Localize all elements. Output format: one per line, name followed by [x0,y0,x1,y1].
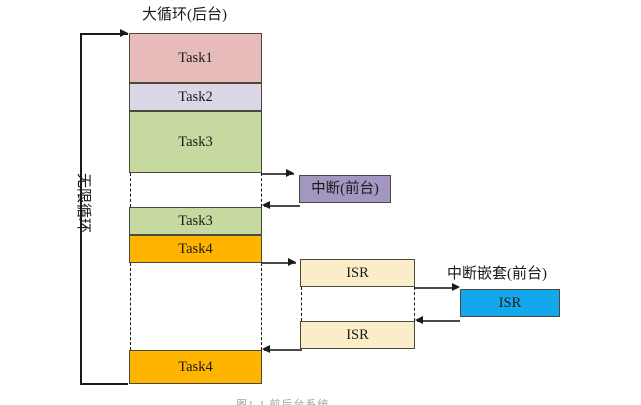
task-block-task4-resume: Task4 [129,350,262,384]
arrow-line-from-isr-bottom [264,349,302,351]
task-block-task3-resume: Task3 [129,207,262,235]
loop-arrowhead-icon [120,28,128,37]
isr-block-bottom: ISR [300,321,415,349]
main-loop-title: 大循环(后台) [142,7,227,23]
dashed-boundary-isr-left [301,287,302,321]
task-block-task2: Task2 [129,83,262,111]
arrow-line-from-interrupt [264,205,300,207]
dashed-boundary-right-1 [261,173,262,207]
loop-bracket-top [80,33,128,35]
figure-caption: 图1-1 前后台系统 [236,399,330,405]
dashed-boundary-left-1 [130,173,131,207]
task-block-task3-first: Task3 [129,111,262,173]
arrow-line-from-nested-isr [417,320,460,322]
arrow-to-isr-top-icon [288,258,296,267]
dashed-boundary-right-2 [261,263,262,350]
arrow-line-to-isr-top [262,262,296,264]
arrow-line-to-interrupt [262,173,294,175]
interrupt-block: 中断(前台) [299,175,391,203]
dashed-boundary-left-2 [130,263,131,350]
arrow-to-nested-isr-icon [452,283,460,292]
loop-bracket-bottom [80,383,128,385]
arrow-from-isr-bottom-icon [262,345,270,354]
arrow-from-nested-isr-icon [415,316,423,325]
task-block-task4-first: Task4 [129,235,262,263]
task-block-task1: Task1 [129,33,262,83]
arrow-to-interrupt-icon [286,169,294,178]
arrow-line-to-nested-isr [415,287,457,289]
isr-block-nested: ISR [460,289,560,317]
dashed-boundary-isr-right [414,287,415,321]
isr-block-top: ISR [300,259,415,287]
arrow-from-interrupt-icon [262,201,270,210]
nested-interrupt-title: 中断嵌套(前台) [447,266,547,282]
loop-bracket-left [80,33,82,385]
infinite-loop-label: 无限循环 [75,173,91,234]
